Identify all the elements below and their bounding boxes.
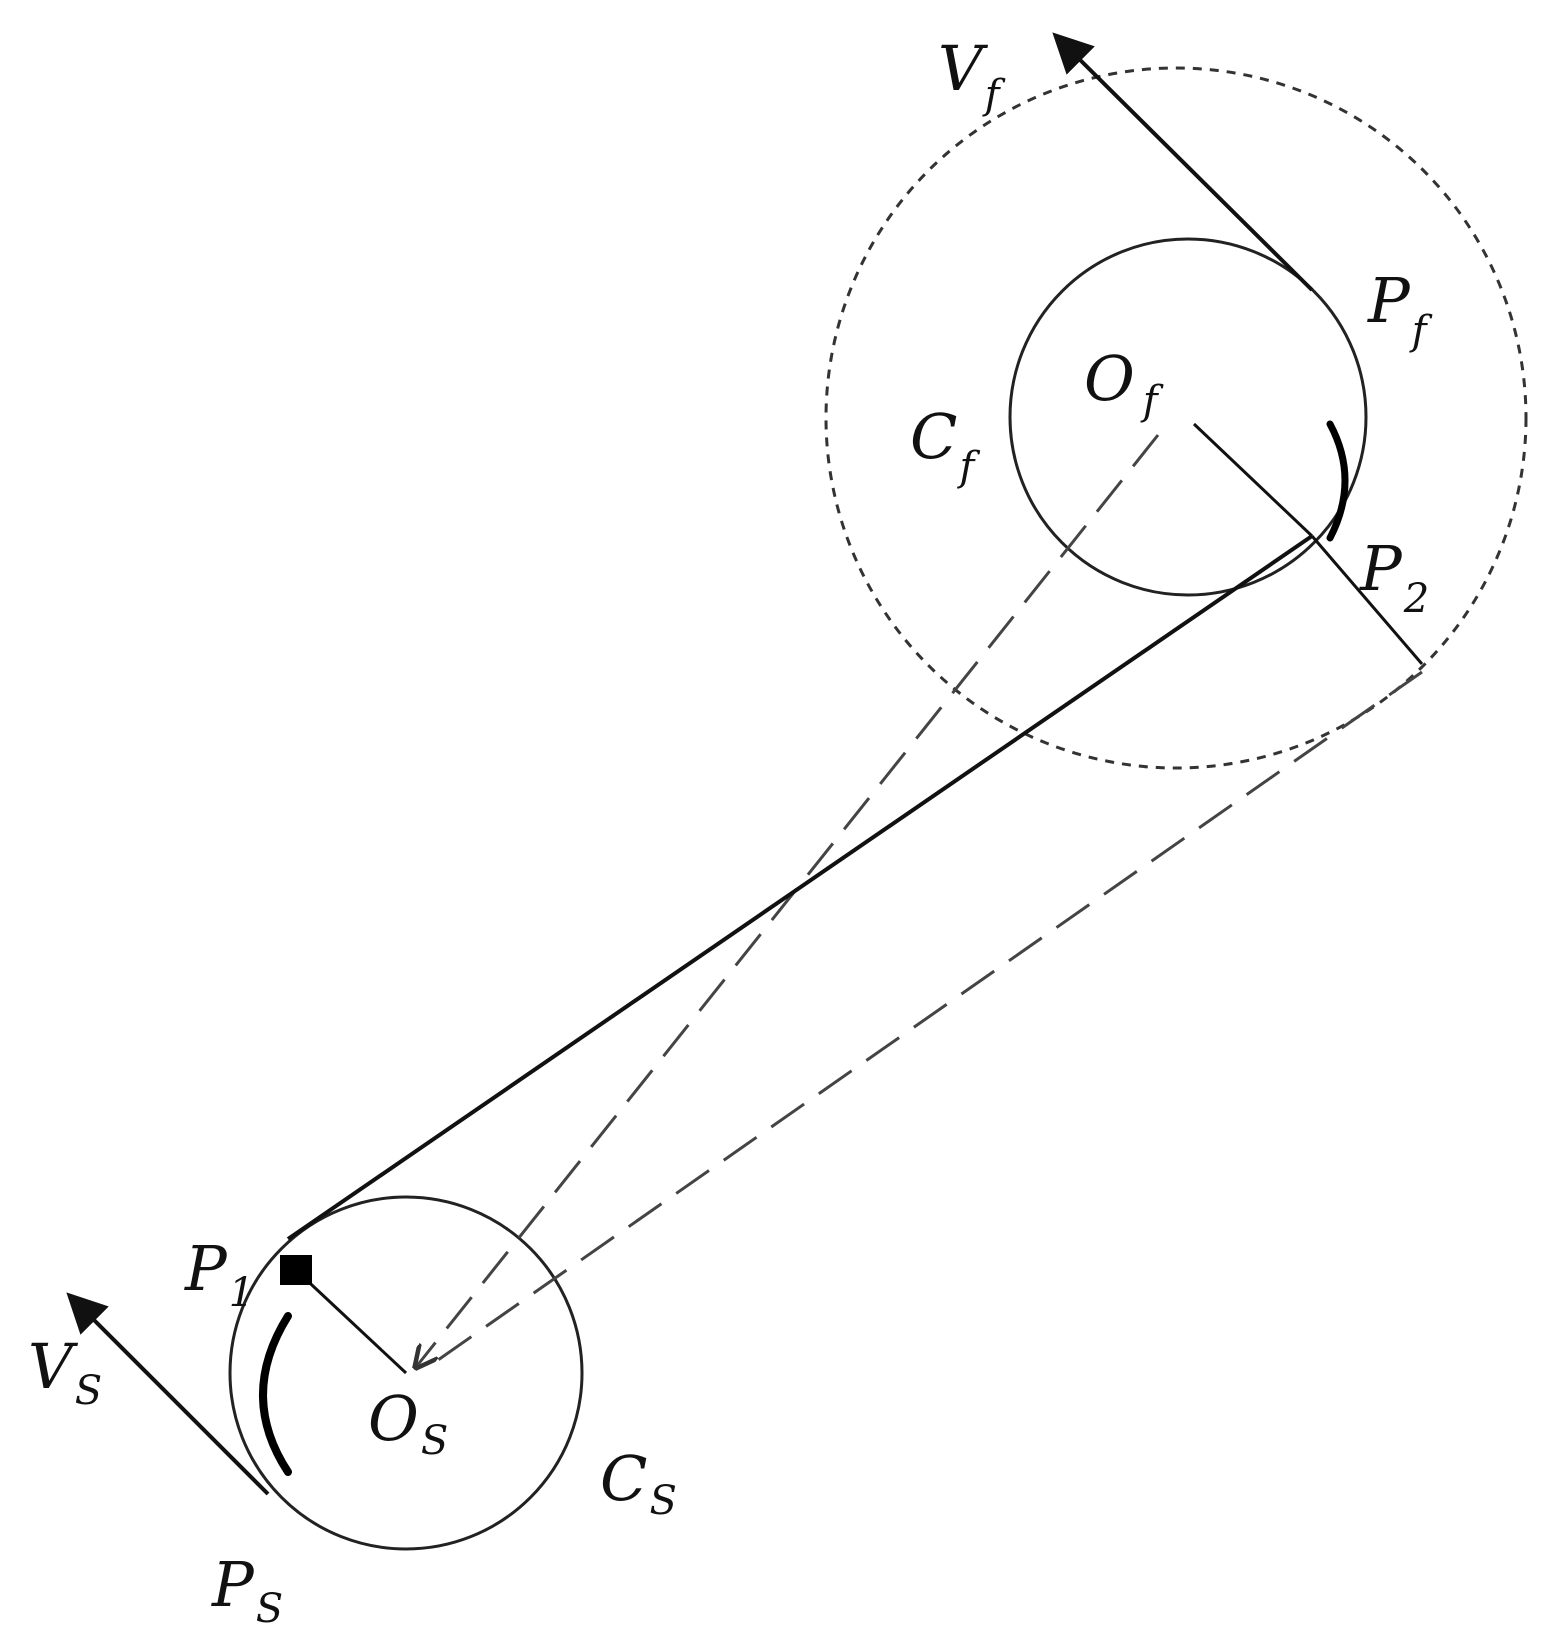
label-vs: VS [28,1330,102,1414]
label-p2: P2 [1359,532,1429,622]
velocity-vector-start [66,1292,270,1496]
label-p1: P1 [184,1232,254,1316]
p2-extension-line [1310,535,1424,665]
final-turning-circle [1008,237,1368,597]
label-cs: CS [600,1442,677,1524]
outer-dashed-circle [824,66,1528,770]
rotation-arc-final [1326,420,1349,542]
label-os: OS [368,1382,448,1464]
dashed-guide-line-1 [416,434,1160,1367]
dashed-guide-line-2 [427,670,1423,1369]
rotation-arc-start [259,1312,292,1476]
start-turning-circle [228,1195,584,1551]
radius-of-p2 [1192,422,1314,538]
label-vf: Vf [938,32,1006,118]
velocity-vector-final [1052,32,1314,292]
p1-marker [280,1255,312,1285]
label-ps: PS [211,1548,283,1632]
tangent-segment [286,534,1314,1241]
radius-os-p1 [296,1270,408,1375]
label-pf: Pf [1367,264,1433,354]
label-cf: Cf [910,400,980,490]
